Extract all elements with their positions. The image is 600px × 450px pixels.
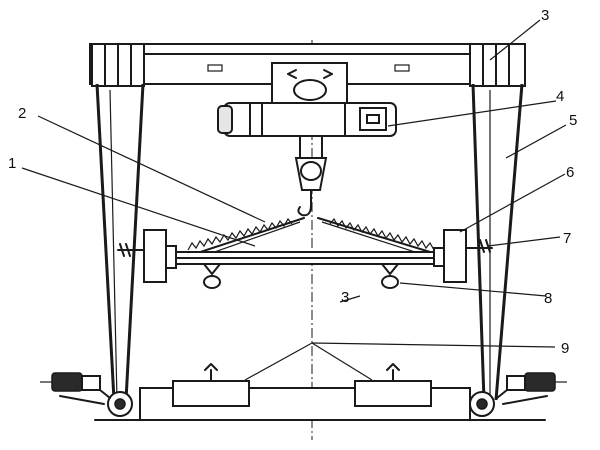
- right-end-carriage: [469, 43, 526, 87]
- hook-block: [294, 135, 328, 217]
- callout-6: 6: [566, 164, 574, 181]
- right-travel-drive: [469, 372, 567, 417]
- left-shackle: [203, 263, 221, 289]
- load-right: [354, 363, 432, 407]
- hoist-trolley: [271, 62, 348, 104]
- callout-7: 7: [563, 230, 571, 247]
- callout-8: 8: [544, 290, 552, 307]
- hook-icon: [297, 204, 312, 217]
- callout-5: 5: [569, 112, 577, 129]
- callout-4: 4: [556, 88, 564, 105]
- callout-2: 2: [18, 105, 26, 122]
- callout-3-mid: 3: [341, 289, 349, 306]
- left-travel-drive: [40, 372, 133, 417]
- right-leg: [471, 83, 524, 401]
- electric-hoist: [217, 102, 397, 137]
- spreader-beam: [169, 251, 459, 265]
- left-clamp: [117, 229, 177, 283]
- callout-1: 1: [8, 155, 16, 172]
- right-shackle: [381, 263, 399, 289]
- left-leg: [95, 83, 145, 401]
- left-end-carriage: [91, 43, 145, 87]
- right-clamp: [433, 229, 493, 283]
- callout-9: 9: [561, 340, 569, 357]
- load-left: [172, 363, 250, 407]
- callout-3-top: 3: [541, 7, 549, 24]
- leader-lines: [21, 19, 567, 381]
